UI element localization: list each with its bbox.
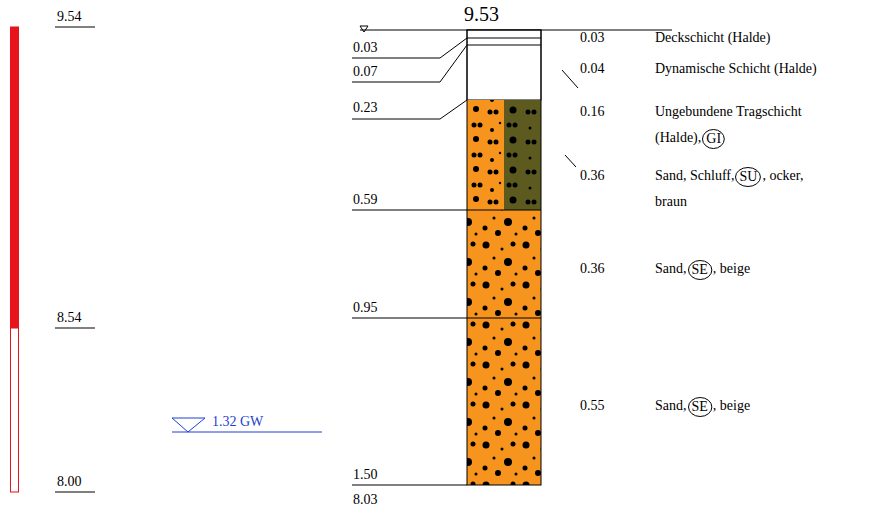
level-label: 8.00 <box>57 474 82 490</box>
soil-class-circle: GI <box>702 129 725 149</box>
level-label: 8.54 <box>57 310 82 326</box>
level-label: 9.54 <box>57 9 82 25</box>
layer-description: Sand, SE , beige <box>655 256 855 282</box>
level-label: 0.95 <box>353 300 378 316</box>
soil-class-circle: SE <box>688 260 712 280</box>
layer-description: Sand, SE , beige <box>655 393 855 419</box>
layer-description: Deckschicht (Halde) <box>655 25 871 51</box>
thickness-label: 0.16 <box>580 104 605 120</box>
soil-class-circle: SU <box>735 167 761 187</box>
soil-class-code: SE <box>692 262 708 277</box>
layer-description: Ungebundene Tragschicht (Halde),GI <box>655 99 845 151</box>
description-text: Sand, <box>655 261 687 276</box>
layer-description: Sand, Schluff,SU, ocker, braun <box>655 163 837 215</box>
description-text: Deckschicht (Halde) <box>655 30 770 45</box>
soil-class-code: SE <box>692 399 708 414</box>
thickness-label: 0.04 <box>580 61 605 77</box>
level-label: 0.07 <box>353 64 378 80</box>
description-text: Sand, Schluff, <box>655 168 734 183</box>
soil-class-code: GI <box>706 131 721 146</box>
thickness-label: 0.03 <box>580 30 605 46</box>
thickness-label: 0.36 <box>580 261 605 277</box>
description-text: Dynamische Schicht (Halde) <box>655 61 817 76</box>
soil-class-circle: SE <box>688 397 712 417</box>
level-label: 0.23 <box>353 100 378 116</box>
description-text: Ungebundene Tragschicht (Halde), <box>655 104 802 145</box>
description-text: , beige <box>713 398 750 413</box>
level-label: 9.53 <box>464 6 499 22</box>
level-label: 8.03 <box>353 492 378 508</box>
level-label: 1.32 GW <box>212 414 263 430</box>
description-text: , beige <box>713 261 750 276</box>
soil-class-code: SU <box>739 169 757 184</box>
level-label: 0.03 <box>353 40 378 56</box>
level-label: 1.50 <box>353 467 378 483</box>
thickness-label: 0.55 <box>580 398 605 414</box>
level-label: 0.59 <box>353 192 378 208</box>
thickness-label: 0.36 <box>580 168 605 184</box>
layer-description: Dynamische Schicht (Halde) <box>655 56 871 82</box>
description-text: Sand, <box>655 398 687 413</box>
